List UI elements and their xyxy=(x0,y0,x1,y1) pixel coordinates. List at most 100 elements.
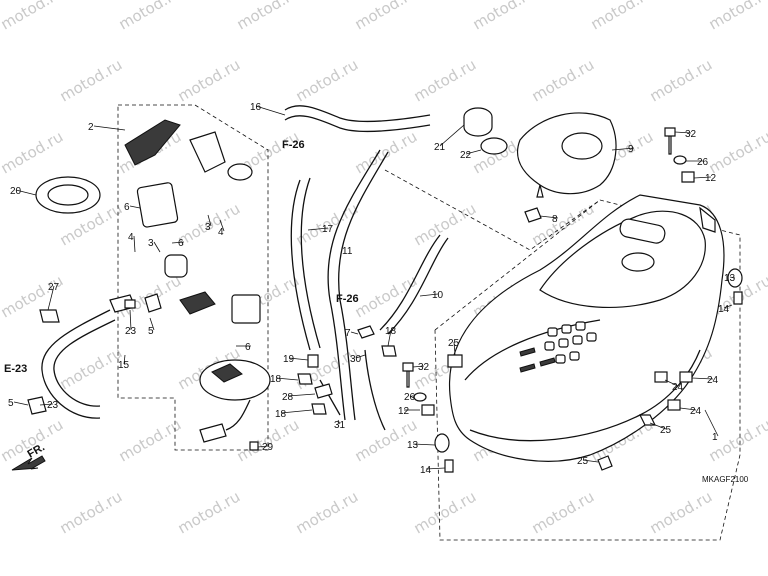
callout-c14a[interactable]: 14 xyxy=(718,304,730,315)
callout-c10[interactable]: 10 xyxy=(432,290,444,301)
fuel-pump-assembly[interactable] xyxy=(124,119,271,443)
joint-7[interactable] xyxy=(357,325,375,339)
clip-25-lower[interactable] xyxy=(597,455,613,471)
callout-c24a[interactable]: 24 xyxy=(672,382,684,393)
callout-c32a[interactable]: 32 xyxy=(685,129,697,140)
hose-11-inner xyxy=(338,151,389,421)
callout-c17[interactable]: 17 xyxy=(322,224,334,235)
collar-14-lower[interactable] xyxy=(444,459,454,473)
callout-c14b[interactable]: 14 xyxy=(420,465,432,476)
watermark-text: motod.ru xyxy=(765,487,768,537)
callout-c23b[interactable]: 23 xyxy=(47,400,59,411)
joint-23[interactable] xyxy=(124,299,136,309)
callout-c3b[interactable]: 3 xyxy=(205,222,211,233)
breather-hoses[interactable] xyxy=(284,105,449,431)
fuel-tank-cover[interactable] xyxy=(517,112,617,198)
callout-c28[interactable]: 28 xyxy=(282,392,294,403)
callout-c19[interactable]: 19 xyxy=(283,354,295,365)
grommet-13-lower[interactable] xyxy=(434,433,450,453)
fuel-cap-gasket[interactable] xyxy=(480,137,508,155)
leader-lines xyxy=(13,105,736,470)
callout-c2[interactable]: 2 xyxy=(88,122,94,133)
callout-c6a[interactable]: 6 xyxy=(124,202,130,213)
callout-c5a[interactable]: 5 xyxy=(148,326,154,337)
callout-c5b[interactable]: 5 xyxy=(8,398,14,409)
callout-c9[interactable]: 9 xyxy=(628,144,634,155)
group-frames xyxy=(117,104,741,541)
callout-c4b[interactable]: 4 xyxy=(218,227,224,238)
callout-c4a[interactable]: 4 xyxy=(128,232,134,243)
callout-c3a[interactable]: 3 xyxy=(148,238,154,249)
callout-c7[interactable]: 7 xyxy=(345,328,351,339)
fuel-pump-packing[interactable] xyxy=(35,176,101,214)
grommet-12-upper[interactable] xyxy=(681,171,695,183)
callout-c30[interactable]: 30 xyxy=(350,354,362,365)
callout-c18a[interactable]: 18 xyxy=(385,326,397,337)
callout-c18b[interactable]: 18 xyxy=(270,374,282,385)
bolt-32-upper[interactable] xyxy=(664,127,676,155)
callout-c18c[interactable]: 18 xyxy=(275,409,287,420)
joint-28[interactable] xyxy=(314,383,333,399)
fuel-cap[interactable] xyxy=(463,107,493,137)
clip-18-left[interactable] xyxy=(297,373,313,385)
clip-18-upper[interactable] xyxy=(381,345,397,357)
hardware xyxy=(27,127,743,473)
callout-c27[interactable]: 27 xyxy=(48,282,60,293)
ref-f26-top[interactable]: F-26 xyxy=(282,139,305,151)
leader-c6a xyxy=(129,205,141,209)
leader-c18a xyxy=(387,329,392,347)
ref-f26-mid[interactable]: F-26 xyxy=(336,293,359,305)
callout-c24b[interactable]: 24 xyxy=(707,375,719,386)
callout-c26a[interactable]: 26 xyxy=(697,157,709,168)
ref-e23[interactable]: E-23 xyxy=(4,363,27,375)
clip-27[interactable] xyxy=(39,309,60,323)
rubber-24-a[interactable] xyxy=(654,371,668,383)
leader-c31 xyxy=(337,419,341,425)
callout-c12a[interactable]: 12 xyxy=(705,173,717,184)
collar-14-right[interactable] xyxy=(733,291,743,305)
callout-c12b[interactable]: 12 xyxy=(398,406,410,417)
callout-c26b[interactable]: 26 xyxy=(404,392,416,403)
callout-c31[interactable]: 31 xyxy=(334,420,346,431)
callout-c6c[interactable]: 6 xyxy=(245,342,251,353)
bracket-5-left[interactable] xyxy=(27,396,47,415)
washer-26-upper[interactable] xyxy=(673,155,687,165)
callout-c29[interactable]: 29 xyxy=(262,442,274,453)
callout-c24c[interactable]: 24 xyxy=(690,406,702,417)
rubber-24-b[interactable] xyxy=(679,371,693,383)
callout-c25b[interactable]: 25 xyxy=(660,425,672,436)
fuel-pump-strainer xyxy=(136,182,179,228)
callout-c6b[interactable]: 6 xyxy=(178,238,184,249)
callout-c25c[interactable]: 25 xyxy=(577,456,589,467)
fuel-pump-connector xyxy=(179,291,216,315)
callout-c21[interactable]: 21 xyxy=(434,142,446,153)
grommet-12-lower[interactable] xyxy=(421,404,435,416)
callout-c20[interactable]: 20 xyxy=(10,186,22,197)
bracket-5-right[interactable] xyxy=(144,293,162,313)
bolt-29[interactable] xyxy=(249,441,259,451)
rubber-24-c[interactable] xyxy=(667,399,681,411)
callout-c15[interactable]: 15 xyxy=(118,360,130,371)
joint-19[interactable] xyxy=(307,354,319,368)
watermark-text: motod.ru xyxy=(175,487,244,537)
clip-18-lower[interactable] xyxy=(311,403,327,415)
callout-c32b[interactable]: 32 xyxy=(418,362,430,373)
leader-c24b xyxy=(691,377,714,380)
fuel-tank[interactable] xyxy=(448,194,725,462)
callout-c16[interactable]: 16 xyxy=(250,102,262,113)
clip-25-upper[interactable] xyxy=(447,354,463,368)
callout-c8[interactable]: 8 xyxy=(552,214,558,225)
bolt-32-lower[interactable] xyxy=(402,362,414,388)
joint-8[interactable] xyxy=(524,207,542,223)
callout-c13b[interactable]: 13 xyxy=(407,440,419,451)
callout-c1[interactable]: 1 xyxy=(712,432,718,443)
callout-c13a[interactable]: 13 xyxy=(724,273,736,284)
callout-c11[interactable]: 11 xyxy=(342,246,353,257)
callout-c25a[interactable]: 25 xyxy=(448,338,460,349)
diagram-code: MKAGF2100 xyxy=(702,475,749,484)
washer-26-lower[interactable] xyxy=(413,392,427,402)
callout-c23a[interactable]: 23 xyxy=(125,326,137,337)
fuel-pump-flange xyxy=(199,359,271,401)
callout-c22[interactable]: 22 xyxy=(460,150,472,161)
